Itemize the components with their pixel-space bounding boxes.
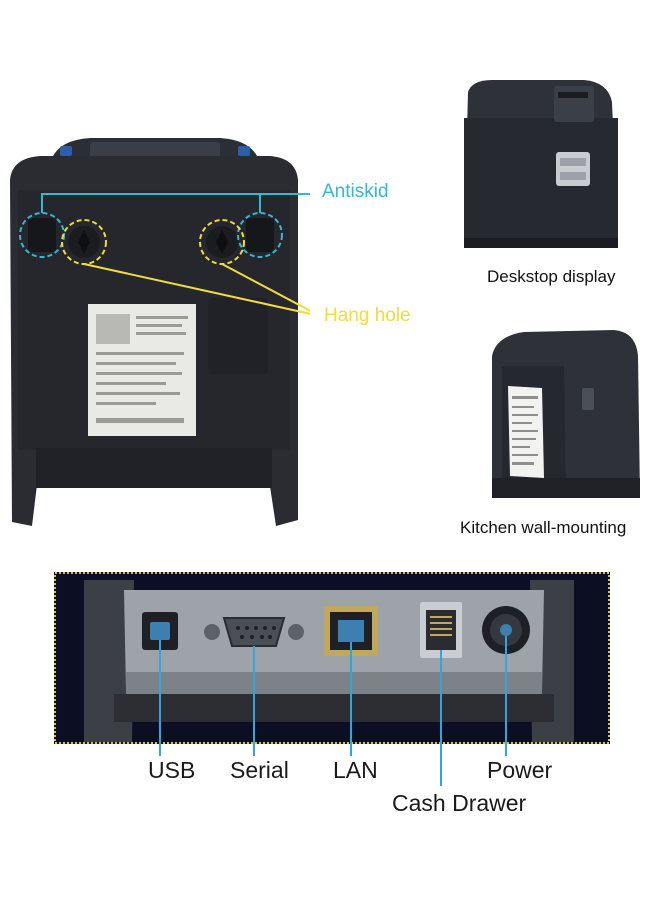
hang-hole-callout: Hang hole — [324, 305, 411, 326]
desktop-printer-image — [464, 80, 618, 248]
power-label: Power — [487, 757, 553, 783]
port-connector-lines — [159, 744, 507, 786]
wall-mount-printer-image — [492, 330, 640, 498]
cash-drawer-label: Cash Drawer — [392, 790, 527, 816]
kitchen-wall-mounting-caption: Kitchen wall-mounting — [460, 518, 627, 537]
serial-label: Serial — [230, 757, 289, 783]
antiskid-callout: Antiskid — [322, 181, 389, 202]
usb-label: USB — [148, 757, 196, 783]
lan-label: LAN — [333, 757, 378, 783]
printer-back-view — [10, 138, 310, 526]
desktop-display-caption: Deskstop display — [487, 267, 616, 286]
ports-panel — [54, 572, 610, 744]
